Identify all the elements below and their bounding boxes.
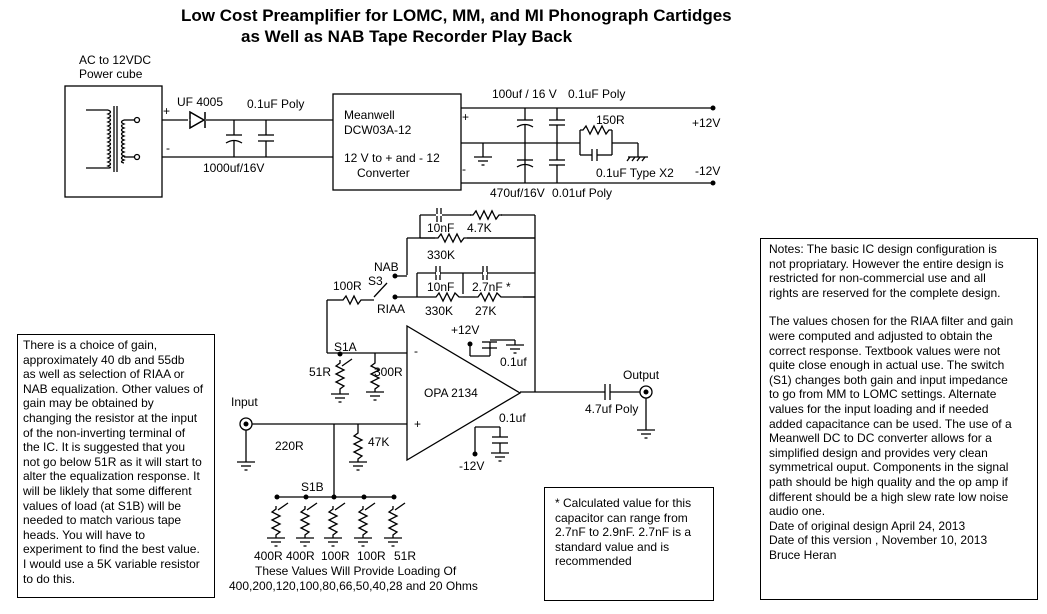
converter-label-3: 12 V to + and - 12 xyxy=(344,151,440,165)
notes-paragraph-2: The values chosen for the RIAA filter an… xyxy=(769,314,1014,519)
transformer-icon xyxy=(86,106,141,172)
converter-box xyxy=(332,93,462,191)
r-in-label: 220R xyxy=(275,439,304,453)
switch-s3-label: S3 xyxy=(368,274,383,288)
notes-paragraph-1: Notes: The basic IC design configuration… xyxy=(769,242,1004,300)
input-jack-icon xyxy=(239,417,253,431)
cap-top-elec-label: 100uf / 16 V xyxy=(492,87,557,101)
left-note-text: There is a choice of gain, approximately… xyxy=(23,338,204,586)
fb-riaa-cap2-label: 2.7nF * xyxy=(472,280,511,294)
out-plus: + xyxy=(462,110,470,124)
s1a-label: S1A xyxy=(334,340,357,354)
switch-s3-lever xyxy=(373,282,388,298)
input-label: Input xyxy=(231,395,258,409)
s1b-label: S1B xyxy=(301,480,324,494)
pos-terminal xyxy=(710,105,716,111)
author: Bruce Heran xyxy=(769,547,837,562)
ground-res-label: 150R xyxy=(596,113,625,127)
right-notes-box: Notes: The basic IC design configuration… xyxy=(760,238,1038,600)
chassis-ground-icon xyxy=(626,156,648,162)
load-caption-2: 400,200,120,100,80,66,50,40,28 and 20 Oh… xyxy=(229,579,478,593)
capacitor-icon xyxy=(258,120,274,157)
load-resistor-bank xyxy=(266,494,406,547)
left-note-box: There is a choice of gain, approximately… xyxy=(17,334,215,598)
decoup-bot-label: 0.1uf xyxy=(499,411,526,425)
r300-label: 300R xyxy=(374,365,403,379)
cap-out-label: 4.7uf Poly xyxy=(585,402,639,416)
vpos-label: +12V xyxy=(451,323,480,337)
opamp-triangle xyxy=(406,324,522,462)
plus-sign: + xyxy=(163,104,171,118)
load-value-2: 400R xyxy=(286,549,315,563)
converter-label-2: DCW03A-12 xyxy=(344,123,412,137)
load-value-3: 100R xyxy=(321,549,350,563)
r-series-label: 100R xyxy=(333,279,362,293)
load-value-4: 100R xyxy=(357,549,386,563)
load-value-1: 400R xyxy=(254,549,283,563)
footnote-text: * Calculated value for this capacitor ca… xyxy=(555,496,692,569)
r51-label: 51R xyxy=(309,365,332,379)
noninv-input-label: + xyxy=(414,417,422,431)
minus-sign: - xyxy=(166,141,170,155)
rail-neg-label: -12V xyxy=(695,164,721,178)
switch-riaa-label: RIAA xyxy=(377,302,406,316)
cap-top-poly-label: 0.1uF Poly xyxy=(568,87,626,101)
decoup-top-label: 0.1uf xyxy=(500,355,527,369)
cap-bot-elec-label: 470uf/16V xyxy=(490,186,545,200)
vneg-label: -12V xyxy=(459,459,485,473)
load-value-5: 51R xyxy=(394,549,417,563)
title-line-1: Low Cost Preamplifier for LOMC, MM, and … xyxy=(181,6,732,25)
cap-poly-label: 0.1uF Poly xyxy=(247,97,305,111)
fb-nab-res-label: 4.7K xyxy=(467,221,492,235)
date-version: Date of this version , November 10, 2013 xyxy=(769,533,988,548)
cap-elec-label: 1000uf/16V xyxy=(203,161,265,175)
load-caption-1: These Values Will Provide Loading Of xyxy=(255,564,457,578)
cap-bot-poly-label: 0.01uf Poly xyxy=(552,186,613,200)
capacitor-electrolytic-icon xyxy=(225,120,243,157)
rail-pos-label: +12V xyxy=(692,116,721,130)
converter-label: Meanwell xyxy=(344,108,395,122)
inv-input-label: - xyxy=(414,344,418,358)
fb-riaa-res1-label: 330K xyxy=(425,304,454,318)
ground-cap-label: 0.1uF Type X2 xyxy=(596,166,674,180)
power-cube-label-2: Power cube xyxy=(79,67,143,81)
output-label: Output xyxy=(623,368,660,382)
power-cube xyxy=(64,85,163,198)
footnote-box: * Calculated value for this capacitor ca… xyxy=(544,487,714,601)
converter-label-4: Converter xyxy=(357,166,410,180)
title-line-2: as Well as NAB Tape Recorder Play Back xyxy=(241,27,573,46)
switch-nab-label: NAB xyxy=(374,260,399,274)
output-jack-icon xyxy=(639,385,653,399)
fb-riaa-cap1-label: 10nF xyxy=(427,280,455,294)
fb-nab-cap-label: 10nF xyxy=(427,221,455,235)
opamp-label: OPA 2134 xyxy=(424,386,478,400)
r-load-label: 47K xyxy=(368,435,390,449)
out-minus: - xyxy=(462,162,466,176)
date-original: Date of original design April 24, 2013 xyxy=(769,518,966,533)
neg-terminal xyxy=(710,180,716,186)
diode-label: UF 4005 xyxy=(177,95,224,109)
fb-nab-res2-label: 330K xyxy=(427,248,456,262)
fb-riaa-res2-label: 27K xyxy=(475,304,497,318)
power-cube-label: AC to 12VDC xyxy=(79,53,152,67)
